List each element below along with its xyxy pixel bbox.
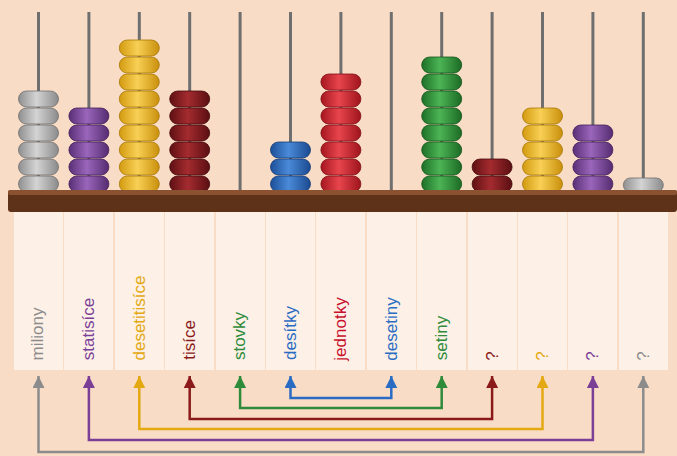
place-value-name: ? <box>482 351 502 360</box>
place-value-name: desetiny <box>381 297 401 360</box>
pair-arrow <box>89 376 593 440</box>
place-value-label: jednotky <box>316 212 365 370</box>
place-value-label: desetitisíce <box>115 212 164 370</box>
place-value-label: desítky <box>266 212 315 370</box>
abacus-rods <box>39 12 644 192</box>
place-value-label: statisíce <box>64 212 113 370</box>
place-value-label: desetiny <box>367 212 416 370</box>
place-value-name: desetitisíce <box>129 275 149 360</box>
place-value-name: ? <box>583 351 603 360</box>
place-value-label: ? <box>468 212 517 370</box>
place-value-name: ? <box>634 351 654 360</box>
pair-arrow <box>39 376 644 452</box>
place-value-label: stovky <box>216 212 265 370</box>
place-value-name: miliony <box>28 307 48 360</box>
abacus-base <box>8 190 677 212</box>
place-value-name: statisíce <box>79 298 99 360</box>
place-value-name: ? <box>533 351 553 360</box>
place-value-name: desítky <box>280 306 300 360</box>
place-value-label: ? <box>568 212 617 370</box>
place-value-name: setiny <box>432 316 452 360</box>
place-value-label: setiny <box>417 212 466 370</box>
place-value-label: tisíce <box>165 212 214 370</box>
place-value-label: ? <box>518 212 567 370</box>
place-value-label: ? <box>619 212 668 370</box>
place-value-name: stovky <box>230 312 250 360</box>
pair-arrow <box>240 376 442 408</box>
pair-arrow <box>190 376 492 419</box>
pair-arrow <box>139 376 542 429</box>
place-value-label: miliony <box>14 212 63 370</box>
place-value-name: jednotky <box>331 297 351 360</box>
place-value-name: tisíce <box>180 320 200 360</box>
abacus-beads <box>19 40 664 192</box>
pair-arrow <box>291 376 392 398</box>
